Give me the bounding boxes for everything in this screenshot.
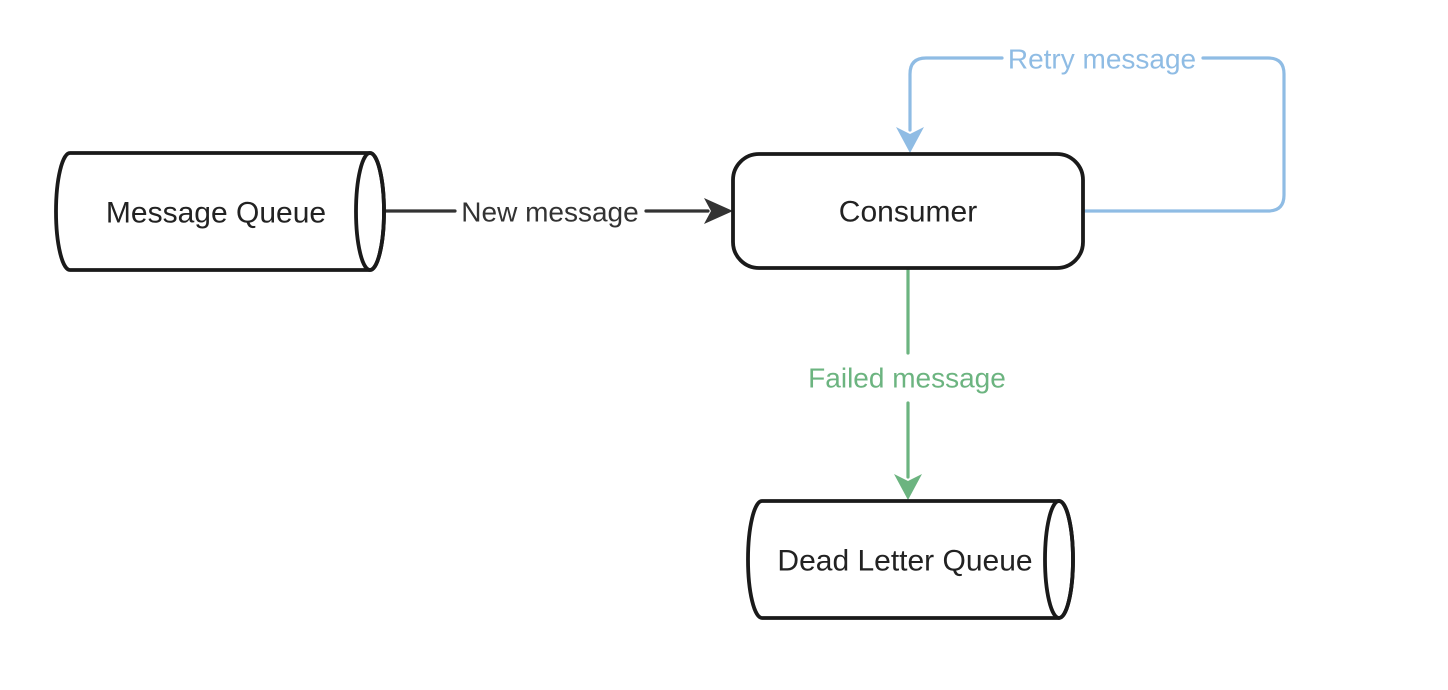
new-message-edge: New message <box>383 197 733 228</box>
retry-message-arrowhead <box>896 127 924 153</box>
new-message-arrowhead <box>704 198 733 224</box>
consumer-label: Consumer <box>839 196 977 229</box>
retry-message-line-left <box>908 56 1004 132</box>
failed-message-edge: Failed message <box>808 268 1006 500</box>
dead-letter-queue-node: Dead Letter Queue <box>746 499 1075 620</box>
failed-message-arrowhead <box>894 474 922 500</box>
retry-message-line-right <box>1081 56 1286 213</box>
new-message-edge-label: New message <box>461 197 638 228</box>
consumer-node: Consumer <box>731 152 1085 270</box>
message-queue-cylinder-cap <box>354 151 386 272</box>
retry-message-edge: Retry message <box>896 44 1286 213</box>
retry-message-edge-label: Retry message <box>1008 44 1196 75</box>
message-queue-label: Message Queue <box>106 197 326 230</box>
message-queue-node: Message Queue <box>54 151 386 272</box>
dead-letter-queue-cylinder-cap <box>1043 499 1075 620</box>
dead-letter-queue-label: Dead Letter Queue <box>777 545 1032 578</box>
consumer-box <box>731 152 1085 270</box>
failed-message-edge-label: Failed message <box>808 363 1006 394</box>
